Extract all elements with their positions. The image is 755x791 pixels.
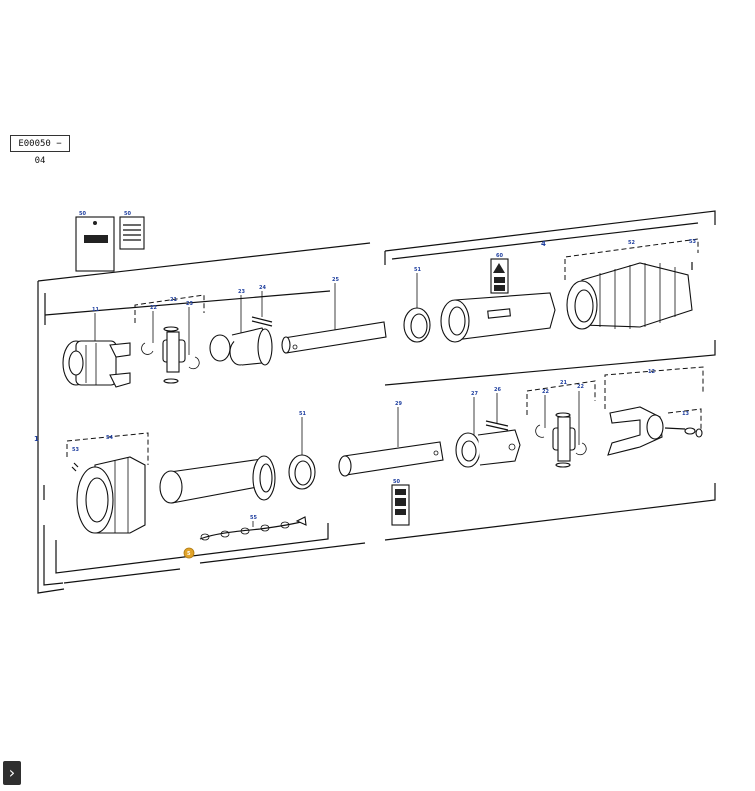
lower-guard-cone [71,456,146,534]
safety-chain [199,516,307,541]
callout-circlip-right: 22 [542,389,549,395]
lower-yoke-right [607,406,703,456]
callout-doc-right: 50 [124,211,131,217]
upper-guard-cone [566,262,693,330]
exploded-driveshaft-diagram: 50 50 11 21 22 23 23 24 25 51 60 4 52 53… [34,210,716,594]
callout-badge: 5 [187,551,191,557]
callout-cross-right: 22 [577,384,584,390]
callout-guard-cone-upper: 52 [628,240,635,246]
callout-circlip-left: 22 [150,305,157,311]
lower-bearing-ring [288,454,316,490]
callout-bearing-ring-upper: 51 [414,267,421,273]
group-brackets [66,238,704,465]
callout-doc-lower: 50 [393,479,400,485]
callout-upper-group: 4 [541,240,546,248]
upper-inner-tube [281,321,387,354]
callout-screw-upper: 53 [689,239,696,245]
callout-main-assembly: 1 [34,435,39,443]
chevron-right-icon: › [8,763,16,782]
lower-inner-tube [338,441,444,477]
diagram-code-label: E00050 − 04 [10,135,70,166]
expand-panel-button[interactable]: › [3,761,21,785]
upper-yoke-left [62,340,131,388]
warning-label-upper [490,258,509,294]
callout-cross-kit-left: 21 [170,297,177,303]
callout-pin-upper: 24 [259,285,266,291]
callout-guard-cone-lower: 54 [106,435,113,441]
callout-cross-kit-right: 21 [560,380,567,386]
callout-doc-upper: 60 [496,253,503,259]
callout-tube-upper: 25 [332,277,339,283]
callout-chain: 55 [250,515,257,521]
callout-yoke-inner-upper: 23 [238,289,245,295]
assembly-bracket [37,210,716,594]
callout-cross-left: 23 [186,301,193,307]
upper-yoke-inner [209,316,273,366]
lower-guard-tube [159,455,276,504]
callout-tube-lower: 29 [395,401,402,407]
document-icon-booklet [75,216,115,272]
callout-pin-lower: 26 [494,387,501,393]
upper-bearing-ring [403,307,431,343]
callout-screw-lower: 53 [72,447,79,453]
document-icon-label [119,216,145,250]
upper-guard-tube [440,292,556,343]
callout-clamp-right: 13 [682,411,689,417]
lower-yoke-inner [455,420,521,468]
lower-cross-kit-right [535,412,587,468]
upper-cross-kit-left [141,326,200,384]
warning-label-lower [391,484,410,526]
badge-circle [183,547,195,559]
callout-bearing-ring-lower: 51 [299,411,306,417]
callout-yoke-inner-lower: 27 [471,391,478,397]
callout-yoke-left: 11 [92,307,99,313]
callout-yoke-right: 12 [648,369,655,375]
callouts: 50 50 11 21 22 23 23 24 25 51 60 4 52 53… [34,211,696,559]
leader-lines [94,273,580,527]
callout-doc-left: 50 [79,211,86,217]
